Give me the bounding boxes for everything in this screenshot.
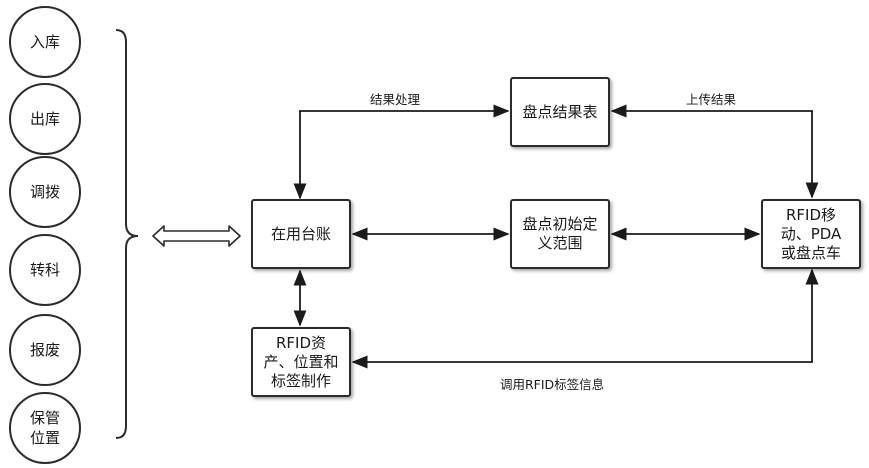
process-custody-location: 保管 位置 [9,392,81,464]
label-result-processing: 结果处理 [370,92,421,107]
node-inventory-initial-scope: 盘点初始定 义范围 [510,199,610,269]
hollow-double-arrow [152,225,241,247]
process-inbound: 入库 [9,6,81,78]
edge-result-device [610,104,819,199]
node-rfid-device: RFID移 动、PDA 或盘点车 [761,199,861,269]
edge-ledger-result [293,104,510,200]
label-upload-result: 上传结果 [686,92,737,107]
node-inventory-result-table: 盘点结果表 [510,77,610,147]
process-transfer: 调拨 [9,156,81,228]
label-call-rfid-info: 调用RFID标签信息 [500,377,605,392]
left-brace [115,29,139,439]
edge-asset-device [351,268,819,369]
process-outbound: 出库 [9,83,81,155]
node-rfid-asset-tag: RFID资 产、位置和 标签制作 [251,327,351,397]
node-in-use-ledger: 在用台账 [251,199,351,269]
process-department-change: 转科 [9,234,81,306]
process-scrap: 报废 [9,314,81,386]
